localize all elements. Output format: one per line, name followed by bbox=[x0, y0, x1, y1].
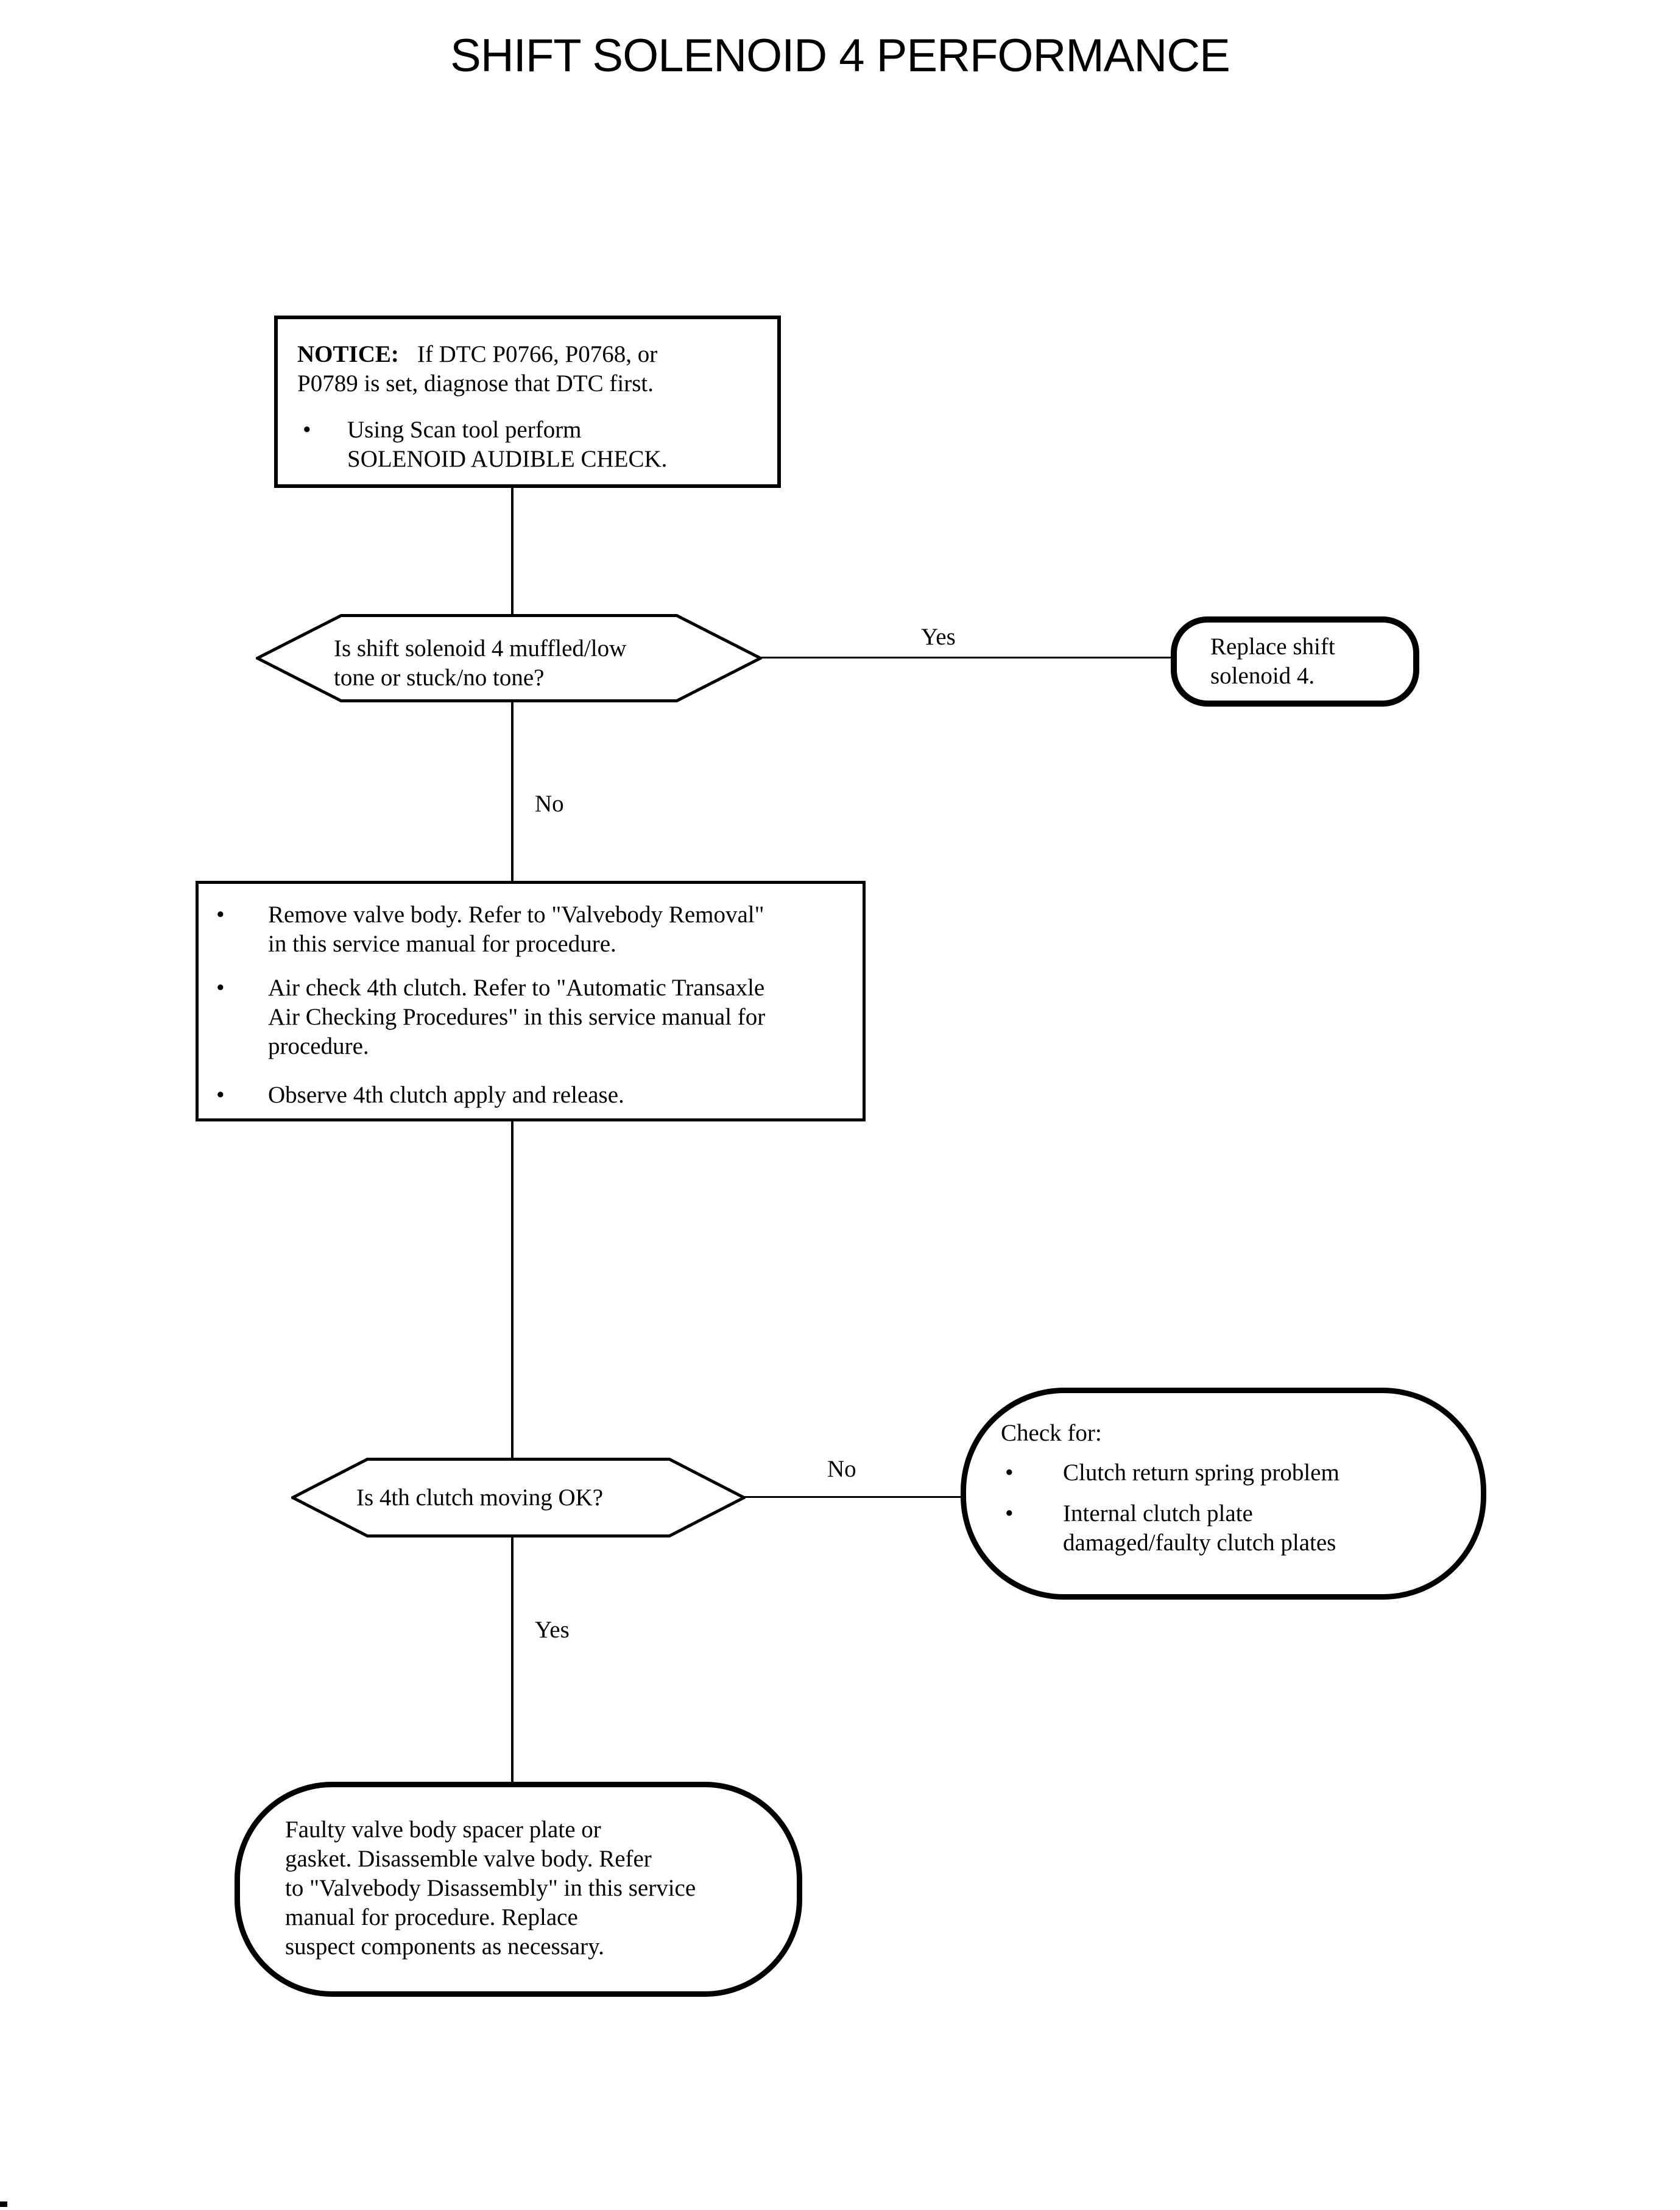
decision1-no-label: No bbox=[535, 791, 564, 817]
procedure-item-text: Remove valve body. Refer to "Valvebody R… bbox=[268, 902, 764, 957]
check-for-heading: Check for: bbox=[1001, 1420, 1102, 1446]
decision2-yes-label: Yes bbox=[535, 1617, 570, 1643]
connector-notice-to-decision1 bbox=[511, 488, 514, 615]
procedure-item: • Air check 4th clutch. Refer to "Automa… bbox=[216, 973, 850, 1061]
procedure-item-text: Air check 4th clutch. Refer to "Automati… bbox=[268, 975, 766, 1059]
final-action-node: Faulty valve body spacer plate or gasket… bbox=[235, 1782, 802, 1997]
notice-bullet-item: • Using Scan tool perform SOLENOID AUDIB… bbox=[297, 415, 759, 474]
hexagon-shape bbox=[291, 1458, 746, 1537]
decision1-yes-label: Yes bbox=[921, 624, 956, 650]
scan-artifact bbox=[0, 2201, 7, 2207]
replace-solenoid-text: Replace shift solenoid 4. bbox=[1210, 634, 1335, 689]
check-for-item: • Internal clutch plate damaged/faulty c… bbox=[1001, 1499, 1456, 1558]
bullet-icon: • bbox=[303, 417, 311, 443]
decision2-question: Is 4th clutch moving OK? bbox=[356, 1484, 604, 1511]
notice-body: If DTC P0766, P0768, or P0789 is set, di… bbox=[297, 341, 658, 397]
replace-solenoid-node: Replace shift solenoid 4. bbox=[1171, 616, 1419, 707]
check-for-item-text: Internal clutch plate damaged/faulty clu… bbox=[1063, 1500, 1336, 1556]
bullet-icon: • bbox=[216, 902, 225, 928]
connector-decision1-yes bbox=[761, 657, 1173, 658]
final-action-text: Faulty valve body spacer plate or gasket… bbox=[285, 1816, 696, 1960]
decision1-question: Is shift solenoid 4 muffled/low tone or … bbox=[334, 635, 627, 691]
bullet-icon: • bbox=[1005, 1500, 1014, 1527]
check-for-item-text: Clutch return spring problem bbox=[1063, 1460, 1339, 1486]
notice-bullet-text: Using Scan tool perform SOLENOID AUDIBLE… bbox=[347, 417, 668, 472]
hexagon-shape bbox=[256, 614, 762, 702]
notice-box: NOTICE:If DTC P0766, P0768, or P0789 is … bbox=[274, 316, 781, 488]
bullet-icon: • bbox=[1005, 1460, 1014, 1486]
page-title: SHIFT SOLENOID 4 PERFORMANCE bbox=[450, 30, 1230, 82]
connector-procedure-to-decision2 bbox=[511, 1121, 514, 1459]
procedure-box: • Remove valve body. Refer to "Valvebody… bbox=[196, 881, 866, 1121]
decision2-no-label: No bbox=[827, 1456, 856, 1482]
check-for-item: • Clutch return spring problem bbox=[1001, 1458, 1456, 1488]
connector-decision2-no bbox=[744, 1496, 970, 1498]
decision2-node: Is 4th clutch moving OK? bbox=[291, 1458, 746, 1537]
connector-decision2-yes bbox=[511, 1536, 514, 1782]
procedure-item: • Observe 4th clutch apply and release. bbox=[216, 1081, 850, 1110]
check-for-node: Check for: • Clutch return spring proble… bbox=[961, 1388, 1486, 1600]
notice-heading: NOTICE: bbox=[297, 341, 399, 367]
notice-text: NOTICE:If DTC P0766, P0768, or P0789 is … bbox=[297, 340, 759, 398]
bullet-icon: • bbox=[216, 975, 225, 1001]
procedure-item: • Remove valve body. Refer to "Valvebody… bbox=[216, 900, 850, 959]
decision1-node: Is shift solenoid 4 muffled/low tone or … bbox=[256, 614, 762, 702]
connector-decision1-no bbox=[511, 701, 514, 881]
bullet-icon: • bbox=[216, 1082, 225, 1108]
procedure-item-text: Observe 4th clutch apply and release. bbox=[268, 1082, 624, 1108]
